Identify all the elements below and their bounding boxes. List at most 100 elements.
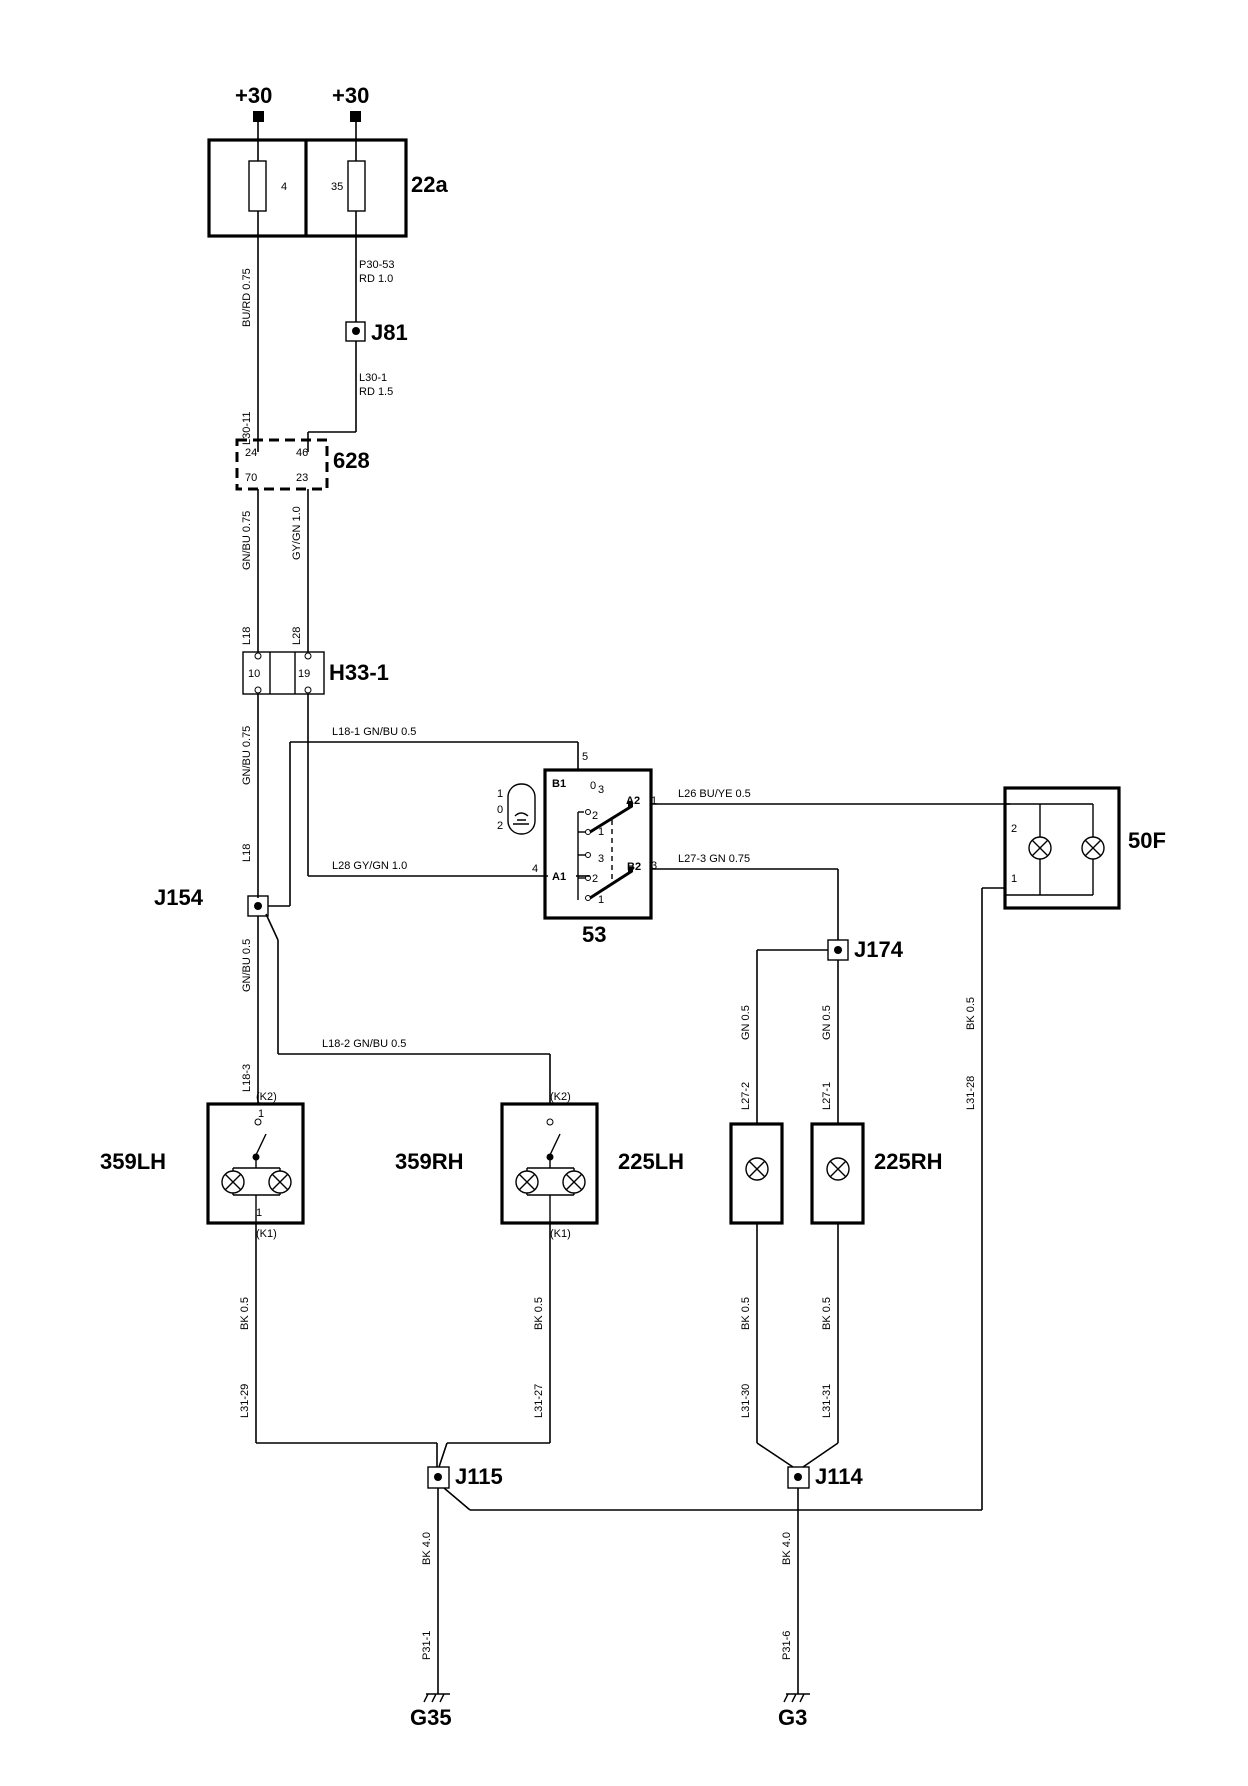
fuse-box-22a: 4 35 22a <box>207 138 448 238</box>
ground-label: G35 <box>410 1705 452 1730</box>
ground-icon <box>783 1693 810 1703</box>
supply-label-right: +30 <box>332 83 369 108</box>
lamp-label: 225LH <box>618 1149 684 1174</box>
lamp-icon <box>513 812 529 825</box>
wire-label: P31-6 <box>781 1631 793 1660</box>
pin-label: 10 <box>248 668 260 680</box>
wire-label: GN 0.5 <box>821 1005 833 1040</box>
wire-label: L18 <box>241 627 253 645</box>
pin-label: 19 <box>298 668 310 680</box>
connector-label: (K2) <box>256 1091 277 1103</box>
ground-icon <box>423 1693 450 1703</box>
position-label: 1 <box>598 894 604 906</box>
junction-j81: J81 <box>345 320 408 345</box>
wire-label: RD 1.0 <box>359 273 393 285</box>
wire-label: GN/BU 0.75 <box>241 511 253 570</box>
position-label: 2 <box>497 820 503 832</box>
lamp-label: 359LH <box>100 1149 166 1174</box>
contact-label: B1 <box>552 778 566 790</box>
wire-label: L30-11 <box>241 412 253 445</box>
wire-label: L27-2 <box>740 1082 752 1110</box>
headlight-switch-symbol: 1 0 2 <box>497 783 536 835</box>
lamp-label: 225RH <box>874 1149 942 1174</box>
junction-j114: J114 <box>787 1464 863 1489</box>
position-label: 1 <box>497 788 503 800</box>
position-label: 0 <box>497 804 503 816</box>
pin-label: 1 <box>1011 873 1017 885</box>
wire-label: L28 <box>291 627 303 645</box>
wire-label: L31-28 <box>965 1076 977 1110</box>
pin-label: 4 <box>532 863 538 875</box>
fuse-number: 35 <box>331 181 343 193</box>
junction-label: J154 <box>154 885 204 910</box>
wire-label: L30-1 <box>359 372 387 384</box>
lamp-359rh: (K2) (K1) 359RH <box>395 1091 599 1240</box>
lamp-225lh: 225LH <box>618 1122 784 1225</box>
contact-label: A1 <box>552 871 566 883</box>
pin-label: 5 <box>582 751 588 763</box>
wire-label: L28 GY/GN 1.0 <box>332 860 407 872</box>
wire-label: L18-2 GN/BU 0.5 <box>322 1038 406 1050</box>
connector-h33-1: 10 19 H33-1 <box>242 651 389 695</box>
wire-label: L18-3 <box>241 1064 253 1092</box>
supply-terminal-left: +30 <box>235 83 272 122</box>
position-label: 2 <box>592 873 598 885</box>
pin-label: 2 <box>1011 823 1017 835</box>
connector-label: (K1) <box>550 1228 571 1240</box>
wire-label: L18 <box>241 844 253 862</box>
wire-label: BK 4.0 <box>781 1532 793 1565</box>
wire-label: BK 0.5 <box>533 1297 545 1330</box>
junction-j115: J115 <box>427 1464 503 1489</box>
position-label: 1 <box>598 826 604 838</box>
supply-terminal-right: +30 <box>332 83 369 122</box>
wire-label: P31-1 <box>421 1631 433 1660</box>
pin-label: 23 <box>296 472 308 484</box>
wire-label: L27-3 GN 0.75 <box>678 853 750 865</box>
wire-label: BK 4.0 <box>421 1532 433 1565</box>
wire-label: L31-30 <box>740 1384 752 1418</box>
pin-label: 1 <box>258 1108 264 1120</box>
wire-label: GN/BU 0.5 <box>241 939 253 992</box>
wire-label: L27-1 <box>821 1082 833 1110</box>
ground-label: G3 <box>778 1705 807 1730</box>
pin-label: 1 <box>651 795 657 807</box>
wire-label: GN 0.5 <box>740 1005 752 1040</box>
wire-label: BU/RD 0.75 <box>241 268 253 327</box>
fuse-icon <box>347 160 366 212</box>
ground-g35: G35 <box>410 1693 452 1730</box>
wire-label: BK 0.5 <box>239 1297 251 1330</box>
connector-label: (K2) <box>550 1091 571 1103</box>
junction-label: J81 <box>371 320 408 345</box>
wire-label: L18-1 GN/BU 0.5 <box>332 726 416 738</box>
connector-label: H33-1 <box>329 660 389 685</box>
junction-j174: J174 <box>827 937 904 962</box>
lamp-label: 50F <box>1128 828 1166 853</box>
connector-label: 628 <box>333 448 370 473</box>
position-label: 3 <box>598 853 604 865</box>
fuse-number: 4 <box>281 181 287 193</box>
wire-label: L31-27 <box>533 1384 545 1418</box>
lamp-50f: 2 1 50F <box>1003 786 1166 910</box>
fuse-icon <box>248 160 267 212</box>
lamp-359lh: (K2) (K1) 1 1 359LH <box>100 1091 305 1240</box>
position-label: 3 <box>598 784 604 796</box>
ground-g3: G3 <box>778 1693 810 1730</box>
wire-label: GN/BU 0.75 <box>241 726 253 785</box>
connector-label: (K1) <box>256 1228 277 1240</box>
wire-label: GY/GN 1.0 <box>291 506 303 560</box>
wire-label: P30-53 <box>359 259 394 271</box>
junction-label: J174 <box>854 937 904 962</box>
fuse-box-label: 22a <box>411 172 448 197</box>
supply-label-left: +30 <box>235 83 272 108</box>
pin-label: 46 <box>296 447 308 459</box>
pin-label: 24 <box>245 447 257 459</box>
connector-628: 24 46 70 23 628 <box>235 438 370 491</box>
pin-label: 70 <box>245 472 257 484</box>
wire-label: BK 0.5 <box>740 1297 752 1330</box>
wire-label: L26 BU/YE 0.5 <box>678 788 751 800</box>
wire-label: BK 0.5 <box>821 1297 833 1330</box>
wire-label: L31-31 <box>821 1384 833 1418</box>
lamp-label: 359RH <box>395 1149 463 1174</box>
wire-label: L31-29 <box>239 1384 251 1418</box>
